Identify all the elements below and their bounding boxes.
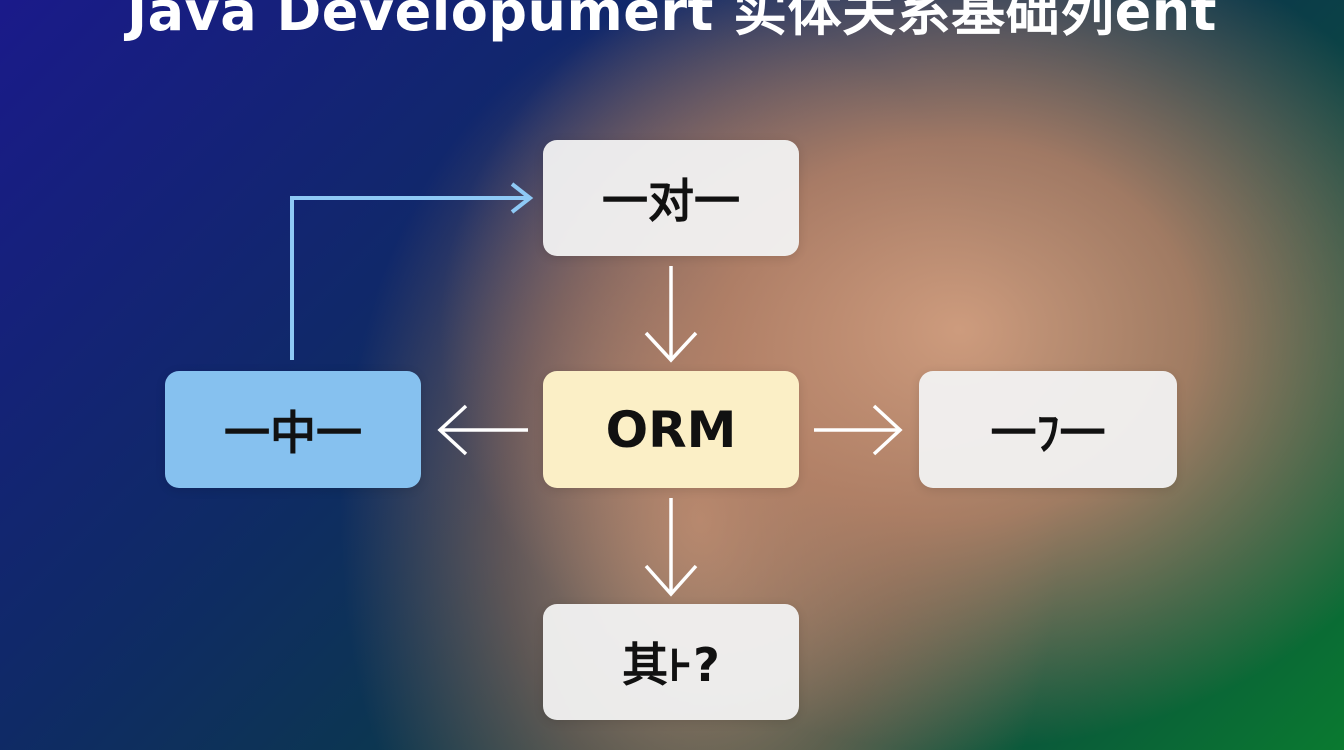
node-one-to-one: 一对一 xyxy=(543,140,799,256)
loop-arrow-left-to-top xyxy=(290,182,534,360)
page-title: Java Developumert 实体关系基础列ent xyxy=(127,0,1217,43)
arrow-orm-to-right xyxy=(814,404,903,456)
arrow-orm-to-bottom xyxy=(644,498,698,597)
node-right: 一ﾌ一 xyxy=(919,371,1177,488)
node-orm: ORM xyxy=(543,371,799,488)
arrow-orm-to-left xyxy=(437,404,528,456)
node-left: 一中一 xyxy=(165,371,421,488)
node-other: 其⊦? xyxy=(543,604,799,720)
arrow-top-to-orm xyxy=(644,266,698,363)
